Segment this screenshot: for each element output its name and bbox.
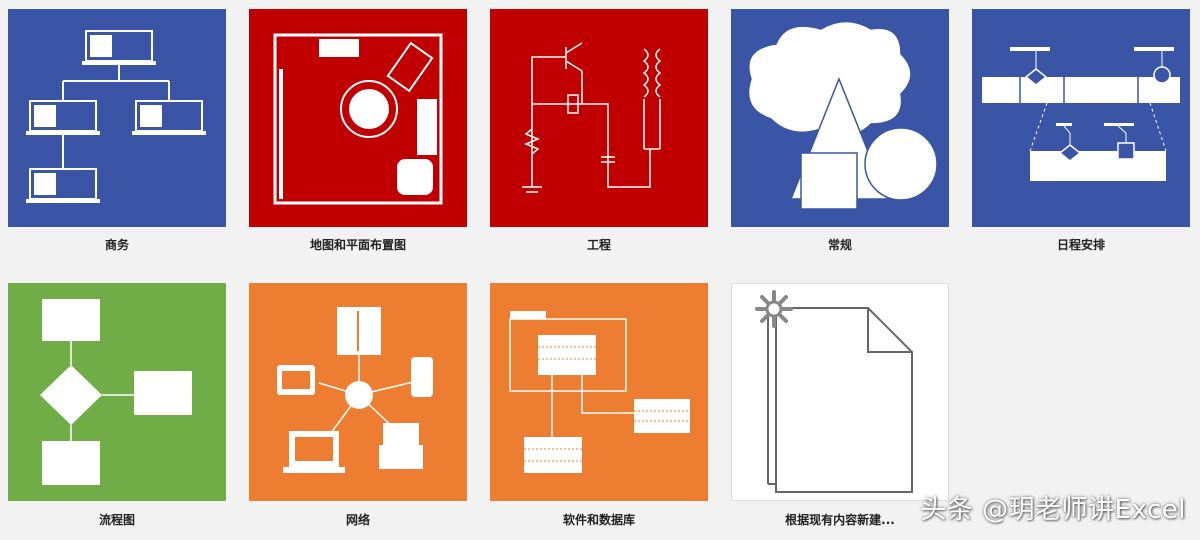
template-label-new-from-existing: 根据现有内容新建... [785, 513, 895, 527]
template-label-maps: 地图和平面布置图 [309, 238, 406, 252]
template-label-flowchart: 流程图 [98, 513, 135, 527]
basic-shapes-icon [747, 20, 938, 210]
template-flowchart[interactable] [8, 283, 226, 501]
new-from-existing-icon [755, 290, 913, 493]
database-icon [509, 311, 690, 473]
template-label-general: 常规 [827, 238, 852, 252]
template-software-database[interactable] [490, 283, 708, 501]
watermark: 头条 @玥老师讲Excel [920, 495, 1186, 525]
network-icon [277, 307, 433, 473]
template-engineering[interactable] [490, 9, 708, 227]
template-label-engineering: 工程 [586, 238, 611, 252]
template-label-business: 商务 [104, 238, 129, 252]
template-label-network: 网络 [345, 513, 370, 527]
floor-plan-icon [273, 33, 443, 205]
template-schedule[interactable] [972, 9, 1190, 227]
circuit-icon [522, 42, 662, 193]
template-maps-floor-plans[interactable] [249, 9, 467, 227]
template-label-schedule: 日程安排 [1056, 238, 1105, 252]
template-label-software: 软件和数据库 [562, 513, 635, 527]
flowchart-icon [40, 299, 192, 485]
timeline-icon [982, 47, 1180, 181]
template-business[interactable] [8, 9, 226, 227]
template-general[interactable] [731, 9, 949, 227]
template-new-from-existing[interactable] [731, 283, 949, 501]
template-network[interactable] [249, 283, 467, 501]
org-chart-icon [26, 30, 206, 203]
